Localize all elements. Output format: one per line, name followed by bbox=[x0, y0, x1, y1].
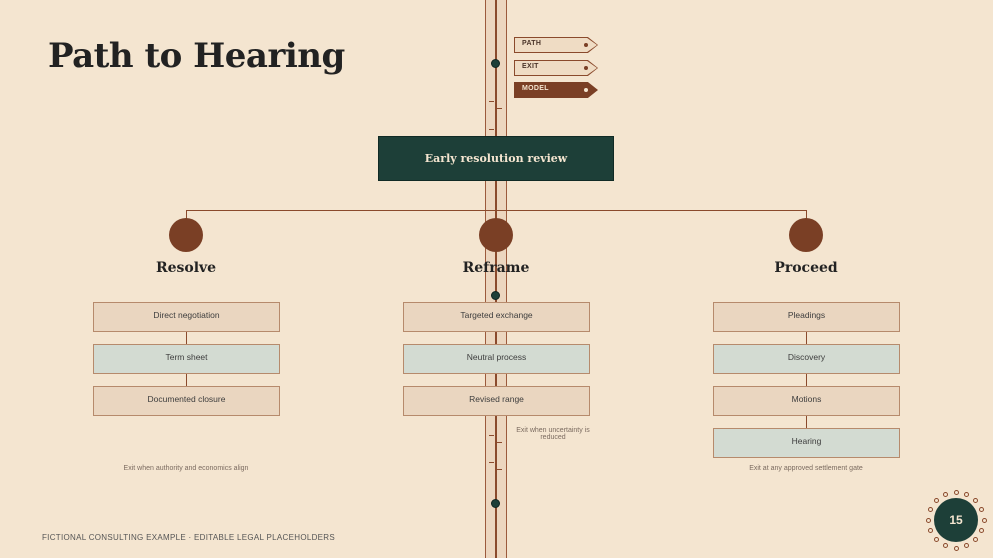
column-marker-icon bbox=[169, 218, 203, 252]
step-box[interactable]: Documented closure bbox=[93, 386, 280, 416]
exit-note: Exit when authority and economics align bbox=[123, 465, 249, 472]
step-label: Pleadings bbox=[787, 310, 826, 320]
column-title-reframe: Reframe bbox=[462, 260, 530, 276]
tag-label: PATH bbox=[522, 40, 542, 47]
tag-pin-icon bbox=[584, 88, 588, 92]
root-label: Early resolution review bbox=[424, 152, 568, 165]
step-box[interactable]: Term sheet bbox=[93, 344, 280, 374]
timeline-tick bbox=[489, 435, 494, 436]
step-label: Revised range bbox=[469, 394, 524, 404]
step-box[interactable]: Motions bbox=[713, 386, 900, 416]
step-label: Motions bbox=[791, 394, 822, 404]
timeline-tick bbox=[489, 101, 494, 102]
exit-note: Exit at any approved settlement gate bbox=[749, 465, 863, 472]
step-box[interactable]: Targeted exchange bbox=[403, 302, 590, 332]
ring-dot bbox=[942, 491, 948, 497]
column-marker-icon bbox=[479, 218, 513, 252]
tag-label: MODEL bbox=[522, 85, 549, 92]
timeline-tick bbox=[489, 462, 494, 463]
step-label: Direct negotiation bbox=[153, 310, 220, 320]
ring-dot bbox=[973, 497, 979, 503]
step-box[interactable]: Revised range bbox=[403, 386, 590, 416]
step-label: Discovery bbox=[787, 352, 826, 362]
step-box[interactable]: Direct negotiation bbox=[93, 302, 280, 332]
tag-model[interactable]: MODEL bbox=[514, 82, 598, 98]
ring-dot bbox=[927, 528, 933, 534]
timeline-node bbox=[491, 291, 500, 300]
ring-dot bbox=[925, 517, 931, 523]
step-box[interactable]: Hearing bbox=[713, 428, 900, 458]
step-box[interactable]: Pleadings bbox=[713, 302, 900, 332]
column-marker-icon bbox=[789, 218, 823, 252]
ring-dot bbox=[933, 497, 939, 503]
timeline-tick bbox=[497, 108, 502, 109]
branch-drop bbox=[186, 210, 187, 222]
step-box[interactable]: Neutral process bbox=[403, 344, 590, 374]
tag-pin-icon bbox=[584, 66, 588, 70]
timeline-node bbox=[491, 59, 500, 68]
timeline-line bbox=[495, 0, 497, 558]
ring-dot bbox=[933, 537, 939, 543]
item-connector bbox=[806, 332, 807, 344]
root-connector bbox=[496, 181, 497, 211]
ring-dot bbox=[964, 491, 970, 497]
tag-pin-icon bbox=[584, 43, 588, 47]
step-label: Term sheet bbox=[165, 352, 208, 362]
item-connector bbox=[186, 332, 187, 344]
branch-drop bbox=[806, 210, 807, 222]
column-title-proceed: Proceed bbox=[774, 260, 838, 276]
timeline-tick bbox=[497, 469, 502, 470]
step-box[interactable]: Discovery bbox=[713, 344, 900, 374]
column-title-resolve: Resolve bbox=[155, 260, 217, 276]
step-label: Neutral process bbox=[466, 352, 527, 362]
item-connector bbox=[806, 416, 807, 428]
ring-dot bbox=[979, 528, 985, 534]
ring-dot bbox=[979, 506, 985, 512]
step-label: Documented closure bbox=[147, 394, 226, 404]
page-title: Path to Hearing bbox=[48, 36, 345, 76]
ring-dot bbox=[981, 517, 987, 523]
timeline-tick bbox=[497, 442, 502, 443]
exit-note: Exit when uncertainty is reduced bbox=[516, 427, 590, 441]
ring-dot bbox=[927, 506, 933, 512]
page-number: 15 bbox=[934, 498, 978, 542]
ring-dot bbox=[973, 537, 979, 543]
branch-drop bbox=[496, 210, 497, 222]
ring-dot bbox=[942, 543, 948, 549]
ring-dot bbox=[964, 543, 970, 549]
step-label: Targeted exchange bbox=[460, 310, 533, 320]
page-badge: 15 bbox=[925, 489, 987, 551]
item-connector bbox=[806, 374, 807, 386]
root-node[interactable]: Early resolution review bbox=[378, 136, 614, 181]
tag-exit[interactable]: EXIT bbox=[514, 60, 598, 76]
item-connector bbox=[186, 374, 187, 386]
timeline-node bbox=[491, 499, 500, 508]
timeline-tick bbox=[489, 129, 494, 130]
footer-text: FICTIONAL CONSULTING EXAMPLE · EDITABLE … bbox=[42, 533, 336, 542]
tag-path[interactable]: PATH bbox=[514, 37, 598, 53]
ring-dot bbox=[953, 545, 959, 551]
ring-dot bbox=[953, 489, 959, 495]
tag-label: EXIT bbox=[522, 63, 539, 70]
step-label: Hearing bbox=[791, 436, 822, 446]
